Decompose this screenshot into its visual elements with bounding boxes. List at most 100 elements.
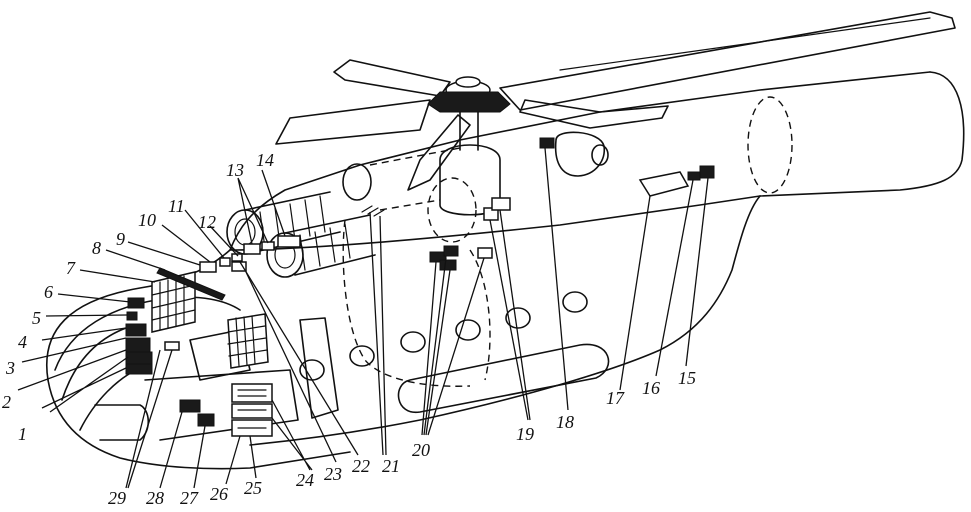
leader-4 [41, 327, 127, 341]
leader-27 [193, 425, 206, 489]
tail-boom-section [747, 96, 793, 194]
leader-12 [209, 225, 239, 257]
window-2 [349, 345, 375, 367]
nose-glazing-frame-1 [61, 324, 136, 401]
label-28: 28 [146, 488, 164, 508]
leader-26 [225, 435, 241, 485]
leader-6 [57, 293, 131, 303]
label-11: 11 [168, 196, 185, 216]
leader-23 [245, 271, 337, 463]
unit-24-detail [237, 389, 267, 429]
label-18: 18 [556, 412, 574, 432]
leader-25 [249, 435, 257, 479]
apu-housing [554, 131, 605, 177]
unit-3 [125, 337, 151, 353]
label-1: 1 [18, 424, 27, 444]
label-2: 2 [2, 392, 11, 412]
fuselage [46, 71, 965, 470]
leader-22 [239, 261, 359, 456]
unit-4 [125, 323, 147, 337]
rotor-blade-back [333, 59, 451, 97]
unit-20b [443, 245, 459, 257]
door-outline [299, 317, 339, 419]
unit-20c [439, 259, 457, 271]
window-5 [505, 307, 531, 329]
rotor-blade-front [407, 114, 471, 191]
label-29: 29 [108, 488, 126, 508]
unit-10 [199, 261, 217, 273]
leader-1 [41, 356, 129, 413]
label-21: 21 [382, 456, 400, 476]
label-20: 20 [412, 440, 430, 460]
window-3 [400, 331, 426, 353]
unit-19a [483, 207, 499, 221]
instrument-panel-outline [189, 329, 251, 381]
unit-15 [699, 165, 715, 179]
rotor-hub-top [455, 76, 481, 88]
apu-end [591, 144, 609, 166]
unit-6 [127, 297, 145, 309]
nose-glazing-frame-2 [79, 367, 141, 431]
internal-frame-1 [342, 219, 471, 387]
leader-21 [369, 211, 387, 456]
rotor-blade-right-inner [559, 17, 931, 71]
window-6 [562, 291, 588, 313]
unit-17 [638, 171, 690, 197]
label-9: 9 [116, 229, 125, 249]
label-22: 22 [352, 456, 370, 476]
label-15: 15 [678, 368, 696, 388]
label-3: 3 [5, 358, 15, 378]
leader-2 [17, 349, 127, 391]
engine-duct-lower [284, 214, 376, 276]
label-19: 19 [516, 424, 534, 444]
internal-tank [427, 177, 477, 243]
label-14: 14 [256, 150, 274, 170]
equipment [125, 165, 715, 437]
rotor-hub-body [427, 91, 511, 113]
leader-19 [489, 209, 531, 421]
leader-8 [105, 249, 166, 271]
leader-3 [21, 337, 127, 363]
leader-24 [271, 399, 313, 471]
nose-glazing-frame-3 [94, 404, 150, 441]
unit-21 [361, 205, 385, 217]
unit-5 [126, 311, 138, 321]
label-25: 25 [244, 478, 262, 498]
rotor-blade-left [275, 99, 431, 145]
unit-2 [125, 351, 153, 365]
equipment-rack-7-grid [151, 275, 196, 331]
leader-11 [184, 209, 225, 259]
fuselage-rear [249, 195, 761, 446]
unit-19b [491, 197, 511, 211]
main-rotor [275, 11, 956, 191]
label-24: 24 [296, 470, 314, 490]
unit-14 [277, 235, 301, 248]
unit-12a [231, 261, 247, 272]
label-26: 26 [210, 484, 228, 504]
tail-boom [759, 71, 965, 197]
equipment-rack-23-grid [227, 315, 268, 367]
leader-13 [237, 177, 269, 245]
unit-28 [179, 399, 201, 413]
callout-labels: 1 2 3 4 5 6 7 8 9 10 11 12 13 14 15 16 1… [2, 150, 696, 508]
label-6: 6 [44, 282, 53, 302]
label-4: 4 [18, 332, 27, 352]
leader-5 [45, 314, 128, 317]
unit-16 [687, 171, 701, 181]
leader-18 [544, 147, 569, 411]
leader-9 [127, 241, 201, 266]
leader-15 [685, 177, 709, 367]
leader-lines [17, 147, 709, 489]
leader-20 [421, 257, 485, 436]
unit-20a [429, 251, 447, 263]
leader-29 [125, 349, 173, 489]
label-12: 12 [198, 212, 216, 232]
label-27: 27 [180, 488, 199, 508]
unit-1 [125, 363, 153, 375]
fuselage-bottom [47, 379, 351, 470]
leader-7 [79, 269, 156, 283]
window-4 [455, 319, 481, 341]
fuel-tank [397, 343, 610, 413]
rotor-mast [459, 111, 479, 151]
